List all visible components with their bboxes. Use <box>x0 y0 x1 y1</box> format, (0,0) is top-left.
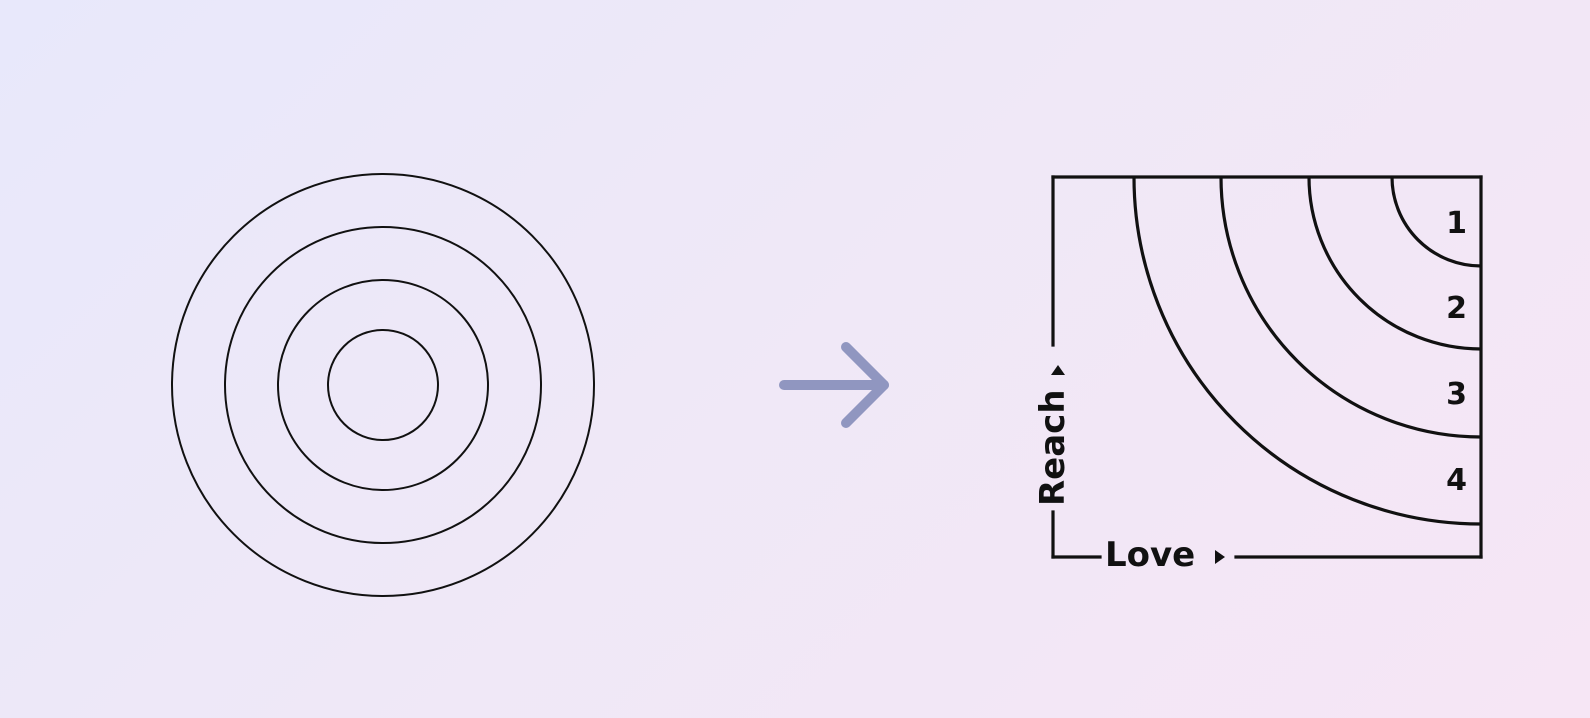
zone-labels: 1 2 3 4 <box>1446 206 1467 498</box>
zone-label-4: 4 <box>1446 463 1467 498</box>
arrow-right-icon <box>779 342 889 428</box>
ring-third <box>224 226 542 544</box>
zone-label-2: 2 <box>1446 291 1467 326</box>
x-axis-label: Love <box>1105 535 1195 575</box>
y-axis-triangle-icon <box>1051 365 1065 375</box>
concentric-circles <box>171 173 595 597</box>
zone-label-3: 3 <box>1446 377 1467 412</box>
quadrant-chart: 1 2 3 4 Love Reach <box>1033 175 1483 575</box>
arc-zone-2 <box>1307 176 1482 351</box>
y-axis: Reach <box>1033 365 1073 506</box>
zone-arcs <box>1132 176 1482 526</box>
chart-frame <box>1051 175 1483 559</box>
zone-label-1: 1 <box>1446 206 1467 241</box>
arrow-head <box>841 342 889 428</box>
ring-inner <box>327 329 439 441</box>
arc-zone-1 <box>1390 176 1482 268</box>
arc-zone-3 <box>1219 176 1482 439</box>
ring-outer <box>171 173 595 597</box>
y-axis-label: Reach <box>1033 389 1073 506</box>
x-axis-triangle-icon <box>1215 550 1225 564</box>
ring-second <box>277 279 489 491</box>
x-axis: Love <box>1105 535 1225 575</box>
arc-zone-4 <box>1132 176 1482 526</box>
